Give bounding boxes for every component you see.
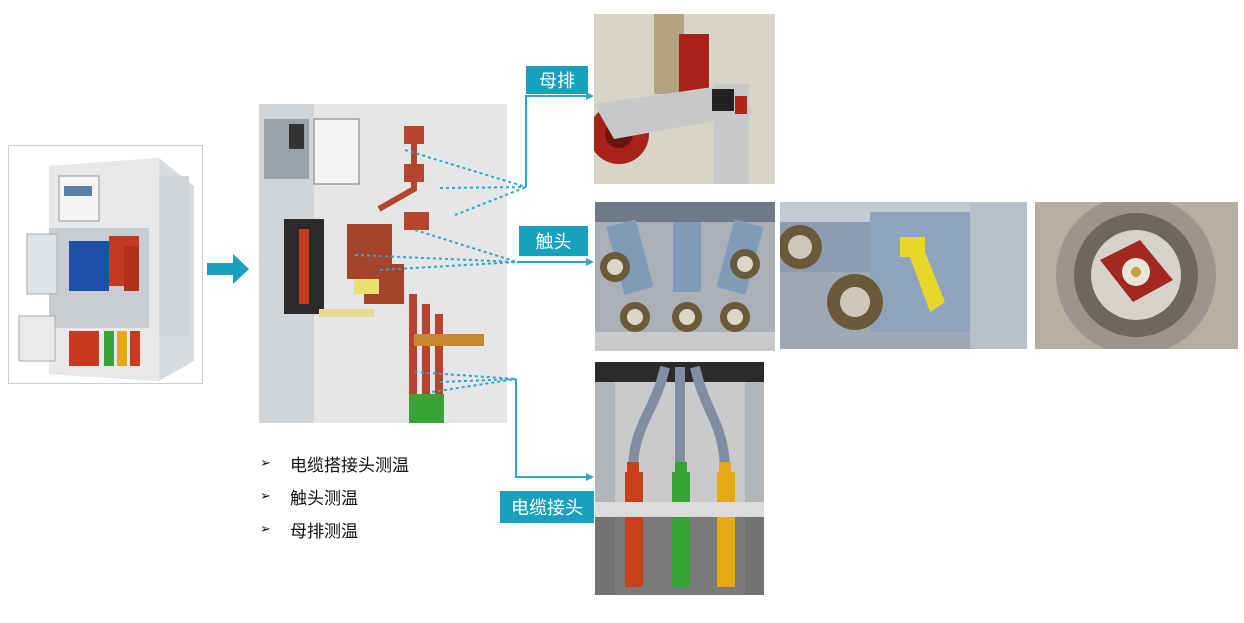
- right-arrow-icon: [207, 254, 249, 284]
- contact-photo-1: [595, 202, 775, 351]
- list-item: ➢ 触头测温: [260, 489, 358, 509]
- switchgear-cabinet-image: [8, 145, 203, 384]
- cabinet-cutaway-image: [259, 104, 507, 423]
- busbar-photo: [594, 14, 775, 184]
- bullet-arrow-icon: ➢: [260, 522, 271, 537]
- contact-photo-2: [780, 202, 1027, 349]
- cable-joint-label: 电缆接头: [500, 491, 594, 523]
- bullet-arrow-icon: ➢: [260, 489, 271, 504]
- feature-list: ➢ 电缆搭接头测温 ➢ 触头测温 ➢ 母排测温: [260, 447, 409, 546]
- list-item: ➢ 电缆搭接头测温: [260, 456, 409, 476]
- contact-label: 触头: [519, 226, 588, 256]
- busbar-label: 母排: [526, 66, 588, 94]
- bullet-arrow-icon: ➢: [260, 456, 271, 471]
- cable-joint-photo: [595, 362, 764, 595]
- contact-photo-3: [1035, 202, 1238, 349]
- list-item: ➢ 母排测温: [260, 522, 358, 542]
